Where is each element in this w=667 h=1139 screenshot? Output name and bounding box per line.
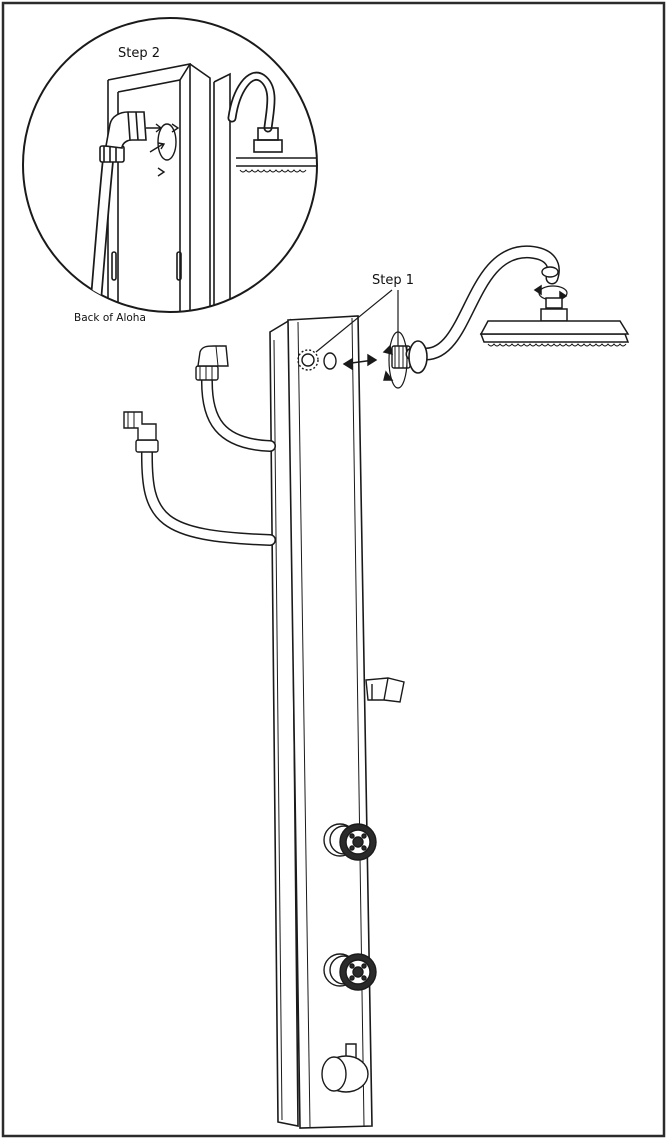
body-jet-lower [323,953,377,991]
double-arrow-icon [342,353,378,371]
panel-front-face [287,315,373,1129]
upper-hose [195,345,276,452]
body-jet-upper [323,823,377,861]
panel-outlet [297,349,337,371]
step2-detail: Step 2 [22,17,318,313]
shower-head [479,284,630,347]
rotate-arrows-icon [146,123,180,177]
step1-label: Step 1 [372,273,414,288]
handheld-holder [365,677,405,703]
lower-hose [123,411,276,546]
step1-threaded-nipple [382,331,411,389]
detail-circle [22,17,318,313]
step1-leaders [315,289,399,353]
back-of-aloha-label: Back of Aloha [74,312,146,324]
control-knob [321,1043,369,1093]
step2-label: Step 2 [118,46,160,61]
shower-arm [405,245,560,374]
shower-panel [269,315,373,1129]
